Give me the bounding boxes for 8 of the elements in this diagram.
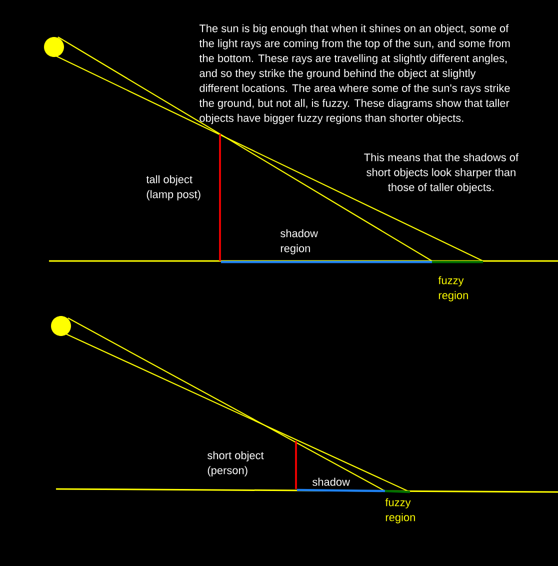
object-label: tall object (lamp post) <box>146 175 200 200</box>
paragraph: This means that the shadows of short objects look sharper than those of taller objects. <box>364 153 519 194</box>
region-label: shadow <box>312 478 350 486</box>
object-label: short object (person) <box>208 451 264 476</box>
region-label: fuzzy region <box>385 498 415 524</box>
paragraph: The sun is big enough that when it shines on an object, some of the light rays are coming from the top of the sun, and some from the bottom. These rays are travelling at slightly different angles, and so they strike the ground behind the object at slightly different locations. The area where some of the sun's rays strike the ground, but not all, is fuzzy. These diagrams show that taller objects have bigger fuzzy regions than shorter objects. <box>199 24 510 124</box>
region-label: fuzzy region <box>438 276 468 302</box>
region-label: shadow region <box>280 229 318 254</box>
